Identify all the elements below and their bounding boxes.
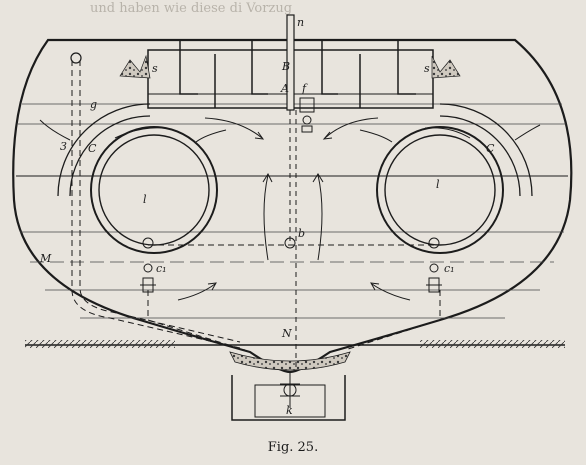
label-l-right: l <box>436 178 440 191</box>
feed-pipe-left <box>71 60 241 349</box>
label-l-left: l <box>143 193 147 206</box>
label-f: f <box>301 82 308 95</box>
flow-arrows <box>39 117 541 301</box>
valve-left <box>140 237 156 293</box>
valve-right <box>426 237 442 293</box>
casing-rings <box>57 103 533 197</box>
label-C-left: C <box>88 142 97 155</box>
valve-centre <box>299 97 315 133</box>
foundation-pit <box>231 375 346 421</box>
deposit-right <box>431 55 461 79</box>
ground-hatch-left <box>25 340 175 348</box>
label-C-right: C <box>486 142 495 155</box>
label-s-right: s <box>424 62 430 75</box>
inlet-left <box>70 52 82 64</box>
label-c1-left: c₁ <box>156 262 167 275</box>
label-B: B <box>281 60 290 73</box>
trough-baffles <box>179 40 416 108</box>
label-M: M <box>39 252 52 265</box>
background-text: und haben wie diese di Vorzug <box>90 1 292 16</box>
valve-centre-low <box>284 237 296 249</box>
sediment-heap <box>229 351 351 371</box>
figure-caption: Fig. 25. <box>267 440 319 455</box>
label-A: A <box>280 82 289 95</box>
label-b: b <box>298 227 305 240</box>
label-N: N <box>281 327 292 340</box>
label-k: k <box>286 404 293 417</box>
label-3: 3 <box>60 140 67 153</box>
flue-left <box>90 126 218 254</box>
label-c1-right: c₁ <box>444 262 455 275</box>
deposit-left <box>119 54 151 79</box>
label-n: n <box>297 16 304 29</box>
feed-pipe-right <box>147 244 441 351</box>
water-lines <box>16 103 568 319</box>
drain-valve <box>280 372 300 408</box>
ground-hatch-right <box>420 340 565 348</box>
flue-right <box>376 126 504 254</box>
label-g: g <box>90 98 97 111</box>
label-s-left: s <box>152 62 158 75</box>
